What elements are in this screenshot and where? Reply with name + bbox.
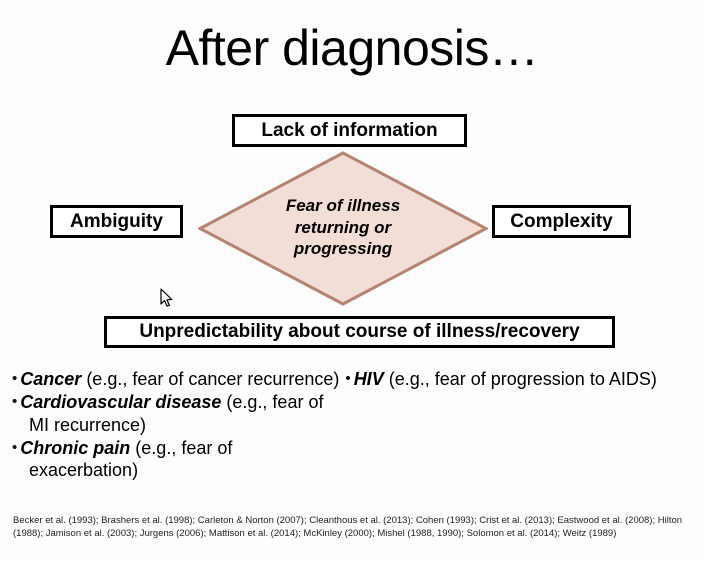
- list-item: •Chronic pain (e.g., fear of: [12, 437, 702, 460]
- list-item: •Cardiovascular disease (e.g., fear of: [12, 391, 702, 414]
- bullet-icon: •: [345, 370, 351, 387]
- diamond-label-line-2: returning or: [294, 217, 392, 237]
- list-item-continuation: MI recurrence): [29, 414, 147, 435]
- bullet-icon: •: [12, 370, 18, 387]
- list-item-term: Cancer: [20, 369, 82, 389]
- bullet-icon: •: [12, 438, 18, 456]
- box-complexity[interactable]: Complexity: [492, 205, 631, 238]
- page-title: After diagnosis…: [165, 20, 539, 76]
- list-item: •Cancer (e.g., fear of cancer recurrence…: [12, 368, 702, 391]
- box-lack-of-information[interactable]: Lack of information: [232, 114, 467, 147]
- list-item-detail: (e.g., fear of: [226, 391, 324, 412]
- citation-text: Becker et al. (1993); Brashers et al. (1…: [13, 515, 683, 540]
- box-complexity-label: Complexity: [510, 210, 613, 232]
- box-unpredictability[interactable]: Unpredictability about course of illness…: [104, 316, 615, 348]
- list-item-detail: (e.g., fear of progression to AIDS): [388, 369, 657, 389]
- box-ambiguity[interactable]: Ambiguity: [50, 205, 183, 238]
- concept-diagram: Fear of illness returning or progressing…: [50, 114, 631, 348]
- diamond-label: Fear of illness returning or progressing: [198, 151, 488, 306]
- list-item-term: HIV: [353, 369, 384, 389]
- diamond-shape-icon: [198, 151, 488, 306]
- list-item-term: Cardiovascular disease: [20, 391, 222, 412]
- list-item-continuation: exacerbation): [29, 460, 139, 481]
- list-item-detail: (e.g., fear of cancer recurrence): [86, 369, 340, 389]
- box-lack-of-information-label: Lack of information: [261, 119, 438, 141]
- examples-list: •Cancer (e.g., fear of cancer recurrence…: [12, 368, 702, 482]
- list-item-detail: (e.g., fear of: [135, 437, 233, 458]
- list-item-term: Chronic pain: [20, 437, 131, 458]
- diamond-label-line-1: Fear of illness: [285, 195, 401, 215]
- bullet-icon: •: [12, 392, 18, 410]
- diamond-label-line-3: progressing: [293, 239, 393, 259]
- box-unpredictability-label: Unpredictability about course of illness…: [139, 321, 580, 342]
- box-ambiguity-label: Ambiguity: [70, 210, 163, 232]
- diamond-fear-of-illness[interactable]: Fear of illness returning or progressing: [198, 151, 488, 306]
